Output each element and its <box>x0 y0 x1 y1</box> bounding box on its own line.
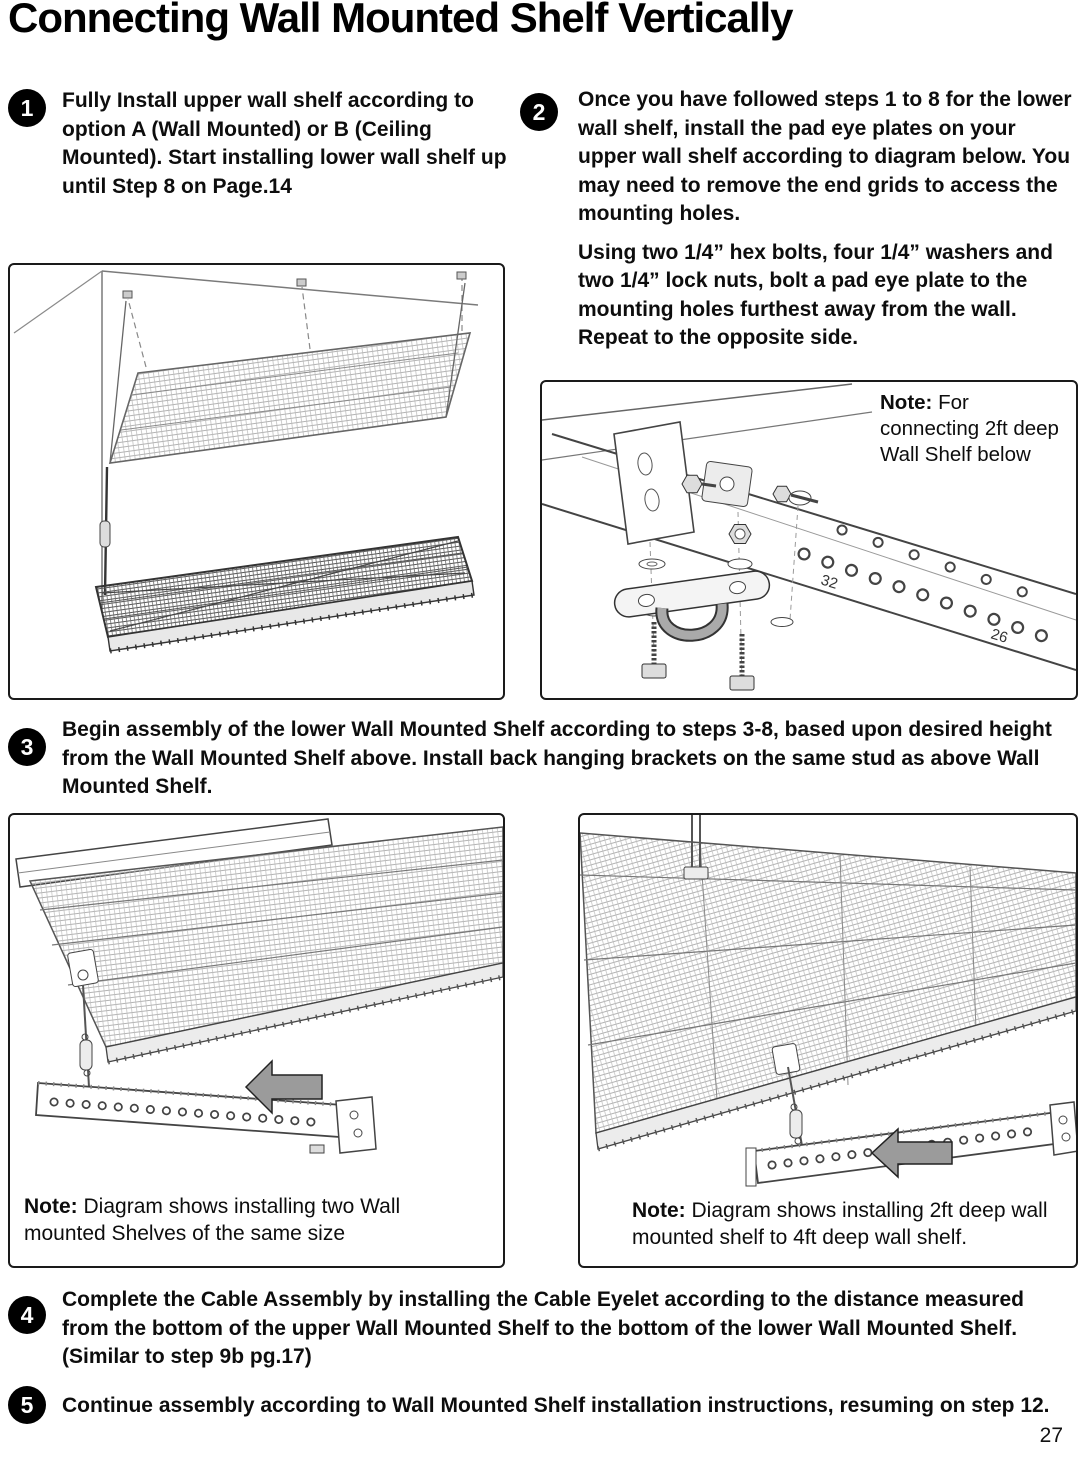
step-2-paragraph-2: Using two 1/4” hex bolts, four 1/4” wash… <box>578 240 1053 350</box>
page-number: 27 <box>1039 1424 1063 1447</box>
step-2-paragraph-1: Once you have followed steps 1 to 8 for … <box>578 88 1072 225</box>
pad-eye-note-text: For connecting 2ft deep Wall Shelf below <box>880 391 1059 466</box>
mounting-hole-row <box>797 524 1061 647</box>
step-1-text: Fully Install upper wall shelf according… <box>62 89 507 198</box>
room-corner-lines <box>13 270 479 611</box>
two-ft-note-label: Note: <box>632 1199 686 1222</box>
page-title: Connecting Wall Mounted Shelf Vertically <box>8 0 794 41</box>
pad-eye-note-label: Note: <box>880 391 933 414</box>
step-3-number: 3 <box>20 733 34 760</box>
lower-shelf-grid <box>94 535 475 654</box>
step-2-number: 2 <box>532 98 546 125</box>
figure-pad-eye-plate: 32 26 <box>540 380 1078 700</box>
two-ft-note: Note: Diagram shows installing 2ft deep … <box>632 1197 1072 1251</box>
same-size-illustration <box>15 818 503 1154</box>
step-1-badge: 1 <box>8 89 46 127</box>
step-2-badge: 2 <box>520 93 558 131</box>
vertical-cable-turnbuckle <box>99 466 111 596</box>
figure-same-size-shelves: Note: Diagram shows installing two Wall … <box>8 813 505 1268</box>
figure-shelf-overview <box>8 263 505 700</box>
same-size-note-text: Diagram shows installing two Wall mounte… <box>24 1195 401 1245</box>
step-5-text: Continue assembly according to Wall Moun… <box>62 1394 1050 1417</box>
front-support-cables <box>109 282 466 464</box>
step-4-badge: 4 <box>8 1296 46 1334</box>
two-ft-illustration <box>580 815 1076 1187</box>
hole-label-26: 26 <box>989 626 1010 647</box>
ceiling-anchor-dashed-cables <box>122 271 467 368</box>
arrow-left-icon <box>870 1127 953 1179</box>
step-2-text: Once you have followed steps 1 to 8 for … <box>578 86 1078 353</box>
pad-eye-illustration: 32 26 <box>542 383 1076 691</box>
hanger-rod <box>683 815 709 880</box>
pivot-bolt-assembly <box>681 461 819 507</box>
step-4-text: Complete the Cable Assembly by installin… <box>62 1288 1024 1368</box>
hole-label-32: 32 <box>819 572 840 593</box>
hanging-bracket <box>67 948 99 988</box>
wall-ledger-beam <box>15 818 333 888</box>
lower-back-rail <box>35 1081 377 1154</box>
shelf-overview-illustration <box>13 270 479 654</box>
hex-bolts <box>641 622 755 691</box>
two-ft-note-text: Diagram shows installing 2ft deep wall m… <box>632 1199 1048 1249</box>
same-size-note-label: Note: <box>24 1195 78 1218</box>
end-flange-plate <box>613 421 695 545</box>
same-size-note: Note: Diagram shows installing two Wall … <box>24 1193 460 1247</box>
figure-2ft-to-4ft-shelf: Note: Diagram shows installing 2ft deep … <box>578 813 1078 1268</box>
pad-eye-plate <box>613 570 771 642</box>
step-5-badge: 5 <box>8 1386 46 1424</box>
upper-shelf-grid <box>108 332 472 464</box>
pad-eye-note: Note: For connecting 2ft deep Wall Shelf… <box>880 390 1068 468</box>
step-3-badge: 3 <box>8 728 46 766</box>
step-5-number: 5 <box>20 1391 34 1418</box>
step-3-text: Begin assembly of the lower Wall Mounted… <box>62 718 1052 798</box>
arrow-left-icon <box>244 1059 323 1115</box>
upper-shelf-underside <box>580 832 1076 1152</box>
upper-shelf-underside <box>28 826 503 1065</box>
step-4-number: 4 <box>20 1301 34 1328</box>
step-1-number: 1 <box>20 94 34 121</box>
